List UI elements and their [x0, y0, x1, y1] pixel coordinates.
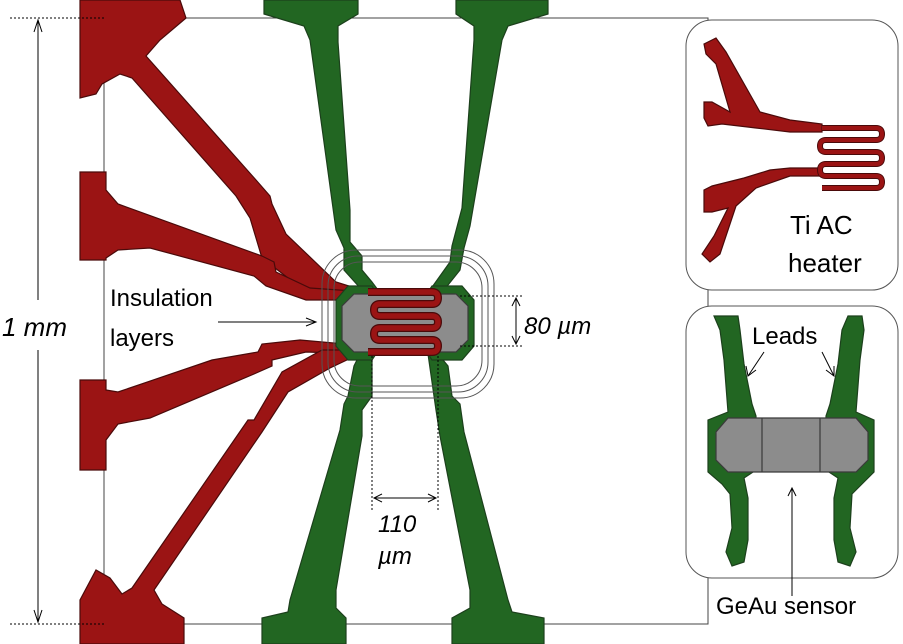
insulation-arrow: [218, 317, 318, 327]
lead-top-right: [428, 0, 549, 291]
insulation-layers: [321, 249, 495, 399]
dimension-80um: [460, 295, 524, 347]
inset-sensor: [707, 315, 875, 567]
label-1mm: 1 mm: [2, 312, 67, 342]
label-leads: Leads: [752, 323, 817, 350]
label-heater: heater: [788, 248, 862, 278]
leads-arrows: [745, 351, 835, 377]
label-110: 110: [378, 511, 417, 538]
label-110-um: µm: [377, 543, 412, 570]
label-insulation: Insulation: [110, 285, 213, 312]
dimension-110um: [371, 356, 439, 510]
label-ti-ac: Ti AC: [790, 210, 853, 240]
inset-heater: [701, 37, 886, 263]
label-80um: 80 µm: [524, 313, 591, 340]
sensor-arrow: [787, 486, 797, 596]
lead-top-left: [263, 0, 380, 291]
label-layers: layers: [110, 325, 174, 352]
dimension-1mm: [10, 17, 104, 625]
label-geau-sensor: GeAu sensor: [716, 593, 856, 620]
